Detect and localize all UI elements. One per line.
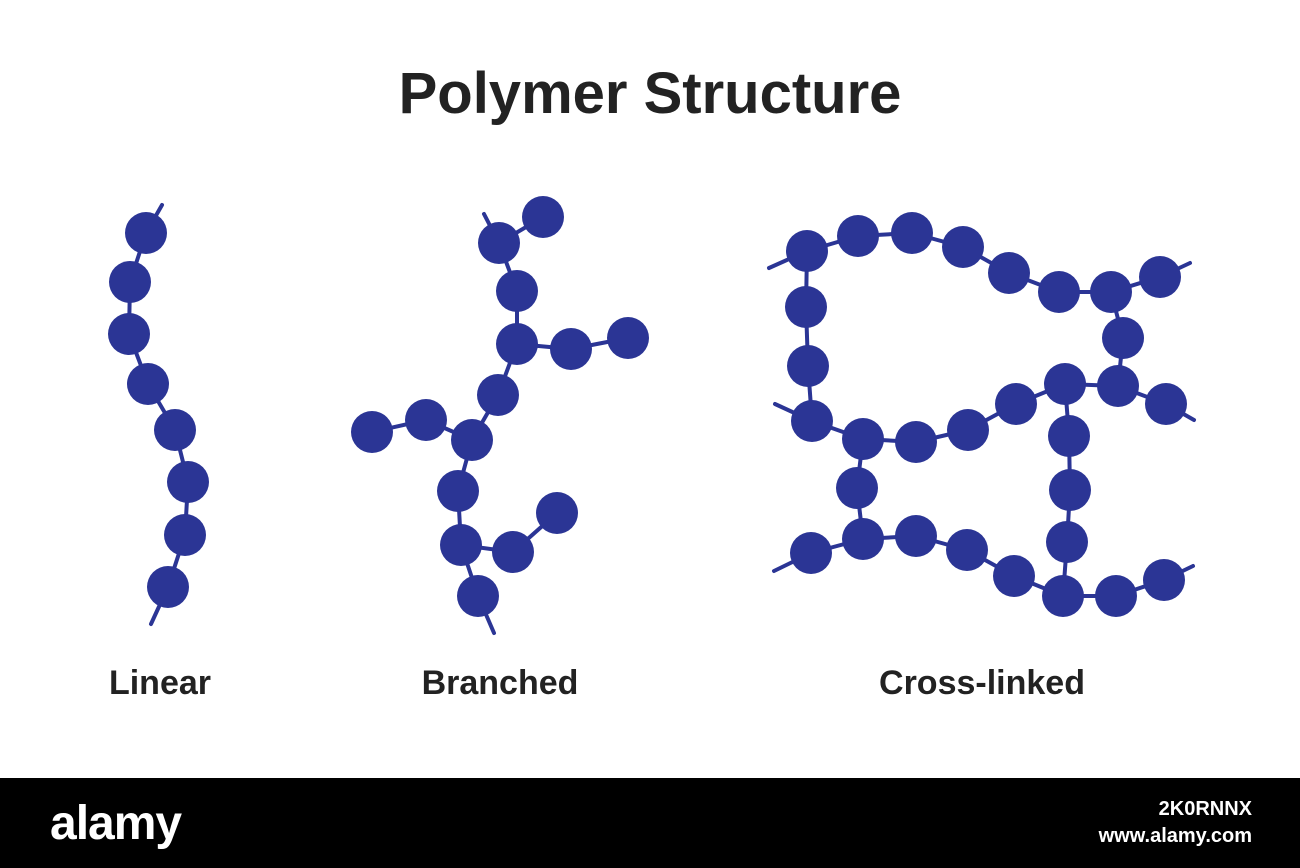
branched-monomer <box>496 270 538 312</box>
crosslinked-monomer <box>1145 383 1187 425</box>
branched-monomer <box>477 374 519 416</box>
linear-monomer <box>109 261 151 303</box>
crosslinked-monomer <box>1090 271 1132 313</box>
watermark-bar: alamy 2K0RNNX www.alamy.com <box>0 778 1300 868</box>
linear-monomer <box>164 514 206 556</box>
crosslinked-monomer <box>895 515 937 557</box>
branched-monomer <box>496 323 538 365</box>
label-linear: Linear <box>108 664 212 702</box>
crosslink-monomer <box>787 345 829 387</box>
crosslinked-monomer <box>946 529 988 571</box>
crosslinked-monomer <box>1042 575 1084 617</box>
branched-monomer <box>405 399 447 441</box>
linear-monomer <box>125 212 167 254</box>
crosslink-monomer <box>1049 469 1091 511</box>
linear-monomer <box>127 363 169 405</box>
crosslinked-monomer <box>1044 363 1086 405</box>
crosslinked-monomer <box>891 212 933 254</box>
branched-monomer <box>550 328 592 370</box>
crosslinked-monomer <box>995 383 1037 425</box>
linear-monomer <box>147 566 189 608</box>
linear-monomer <box>108 313 150 355</box>
crosslinked-monomer <box>895 421 937 463</box>
crosslinked-monomer <box>947 409 989 451</box>
crosslinked-monomer <box>1139 256 1181 298</box>
watermark-site: www.alamy.com <box>1098 825 1252 847</box>
watermark-brand: alamy <box>50 797 182 850</box>
watermark-image-id: 2K0RNNX <box>1158 798 1252 820</box>
crosslinked-monomer <box>790 532 832 574</box>
bonds-layer <box>127 203 1196 635</box>
branched-monomer <box>607 317 649 359</box>
linear-monomer <box>167 461 209 503</box>
crosslinked-monomer <box>1095 575 1137 617</box>
crosslink-monomer <box>1048 415 1090 457</box>
branched-monomer <box>492 531 534 573</box>
linear-monomer <box>154 409 196 451</box>
crosslinked-monomer <box>1143 559 1185 601</box>
branched-monomer <box>437 470 479 512</box>
label-branched: Branched <box>421 664 579 702</box>
polymer-diagram <box>108 196 1196 635</box>
crosslink-monomer <box>1046 521 1088 563</box>
crosslinked-monomer <box>1097 365 1139 407</box>
branched-monomer <box>351 411 393 453</box>
crosslinked-monomer <box>791 400 833 442</box>
crosslinked-monomer <box>842 418 884 460</box>
crosslinked-monomer <box>842 518 884 560</box>
branched-monomer <box>440 524 482 566</box>
beads-layer <box>108 196 1187 617</box>
crosslinked-monomer <box>942 226 984 268</box>
crosslink-monomer <box>1102 317 1144 359</box>
branched-monomer <box>536 492 578 534</box>
crosslinked-monomer <box>988 252 1030 294</box>
crosslink-monomer <box>836 467 878 509</box>
label-cross-linked: Cross-linked <box>879 664 1085 702</box>
diagram-title: Polymer Structure <box>398 61 902 126</box>
crosslink-monomer <box>785 286 827 328</box>
branched-monomer <box>478 222 520 264</box>
branched-monomer <box>451 419 493 461</box>
crosslinked-monomer <box>786 230 828 272</box>
crosslinked-monomer <box>1038 271 1080 313</box>
branched-monomer <box>457 575 499 617</box>
crosslinked-monomer <box>993 555 1035 597</box>
crosslinked-monomer <box>837 215 879 257</box>
branched-monomer <box>522 196 564 238</box>
